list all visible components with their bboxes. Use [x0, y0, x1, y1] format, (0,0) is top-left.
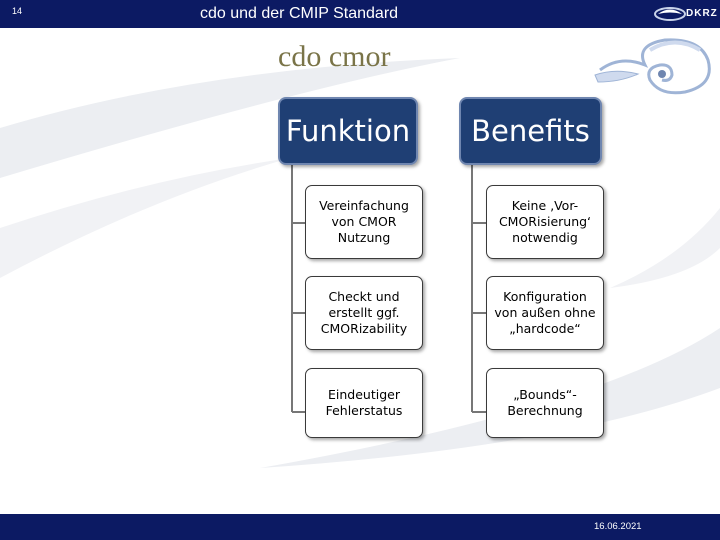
funktion-item-2: Checkt und erstellt ggf. CMORizability [305, 276, 423, 350]
footer-bar: 16.06.2021 [0, 514, 720, 540]
column-header-benefits: Benefits [459, 97, 602, 165]
dkrz-logo-icon [654, 7, 686, 21]
column-header-funktion: Funktion [278, 97, 418, 165]
funktion-item-3: Eindeutiger Fehlerstatus [305, 368, 423, 438]
slide-number: 14 [12, 6, 23, 16]
benefits-item-2: Konfiguration von außen ohne „hardcode“ [486, 276, 604, 350]
slide-subtitle: cdo cmor [278, 40, 391, 73]
benefits-item-1: Keine ‚Vor- CMORisierung‘ notwendig [486, 185, 604, 259]
benefits-item-3: „Bounds“- Berechnung [486, 368, 604, 438]
header-title: cdo und der CMIP Standard [200, 5, 399, 22]
header-bar: 14 cdo und der CMIP Standard DKRZ [0, 0, 720, 28]
background-swoosh [0, 58, 720, 468]
swirl-logo-icon [594, 38, 711, 95]
footer-date: 16.06.2021 [594, 521, 642, 532]
funktion-item-1: Vereinfachung von CMOR Nutzung [305, 185, 423, 259]
logo-text: DKRZ [686, 8, 718, 19]
